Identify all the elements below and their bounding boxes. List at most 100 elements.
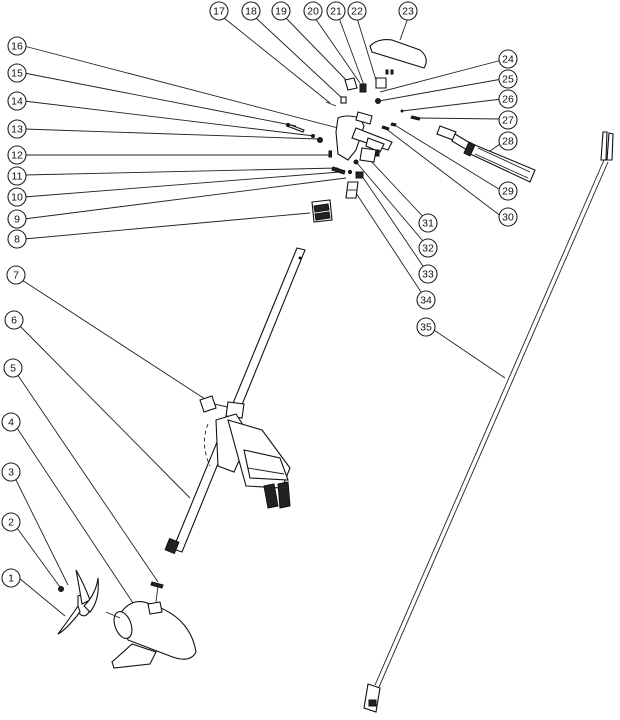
callout-label: 18 [245,6,257,18]
callout-label: 21 [330,6,342,18]
callout-label: 8 [14,234,20,246]
callout-label: 25 [502,74,514,86]
callout-25: 25 [498,69,518,89]
leader-26 [401,98,503,112]
callout-circle [498,181,518,201]
callout-circle [7,63,27,83]
leader-20 [314,17,361,84]
leader-8 [23,212,311,240]
leader-2 [16,527,61,588]
callout-13: 13 [7,119,27,139]
callout-label: 3 [8,467,14,479]
callout-4: 4 [1,412,21,432]
callout-17: 17 [209,1,229,21]
callout-circle [7,166,27,186]
callout-label: 7 [13,270,19,282]
callout-20: 20 [303,1,323,21]
leader-13 [23,128,319,140]
callout-circle [498,49,518,69]
callout-circle [498,69,518,89]
gear-collar [311,199,333,223]
callout-32: 32 [418,238,438,258]
callout-label: 24 [502,54,514,66]
callout-18: 18 [241,1,261,21]
callout-21: 21 [326,1,346,21]
callout-label: 16 [11,41,23,53]
callout-6: 6 [4,310,24,330]
callout-circle [3,358,23,378]
leader-6 [19,325,191,499]
leader-7 [21,279,206,400]
leader-33 [359,172,428,273]
callout-circle [6,265,26,285]
leader-17 [223,17,331,104]
callout-circle [7,119,27,139]
motor-housing [105,581,197,669]
callout-circle [418,238,438,258]
callout-label: 1 [8,573,14,585]
leader-9 [23,177,347,220]
callout-22: 22 [347,1,367,21]
switch [359,83,367,93]
callout-label: 34 [420,295,432,307]
callout-label: 5 [10,363,16,375]
callout-label: 10 [11,192,23,204]
callout-circle [418,264,438,284]
switch-knob [344,77,358,91]
callout-label: 28 [502,136,514,148]
callout-28: 28 [498,131,518,151]
callout-14: 14 [7,91,27,111]
callout-label: 35 [420,322,432,334]
callout-label: 23 [402,6,414,18]
leader-22 [356,17,377,81]
top-cover [369,39,427,69]
callout-circle [347,1,367,21]
callout-5: 5 [3,358,23,378]
callout-label: 30 [502,212,514,224]
callout-label: 17 [213,6,225,18]
leader-32 [356,162,429,248]
callout-circle [7,187,27,207]
leader-34 [353,189,426,299]
callout-31: 31 [418,213,438,233]
callout-10: 10 [7,187,27,207]
callout-12: 12 [7,145,27,165]
callout-circle [1,512,21,532]
callout-circle [418,213,438,233]
callout-label: 2 [8,517,14,529]
callout-label: 32 [422,243,434,255]
callout-label: 31 [422,218,434,230]
callout-circle [271,1,291,21]
callout-label: 14 [11,96,23,108]
leader-31 [369,159,429,223]
callout-circle [1,568,21,588]
callout-circle [7,145,27,165]
callout-label: 15 [11,68,23,80]
callout-label: 27 [502,115,514,127]
switch-block [375,77,387,89]
callout-circle [498,89,518,109]
leader-3 [14,477,69,586]
callout-30: 30 [498,207,518,227]
callout-label: 13 [11,124,23,136]
leader-35 [427,325,506,379]
callout-circle [209,1,229,21]
leader-24 [379,59,503,93]
callout-label: 22 [351,6,363,18]
mount-bracket [199,395,291,509]
callout-label: 4 [8,417,14,429]
callout-circle [4,310,24,330]
callout-19: 19 [271,1,291,21]
leader-10 [23,171,341,198]
leader-25 [378,78,503,102]
leader-5 [16,373,159,583]
callout-circle [7,36,27,56]
callout-29: 29 [498,181,518,201]
leader-1 [18,577,66,617]
leader-23 [399,17,409,41]
callout-circle [303,1,323,21]
callout-label: 26 [502,94,514,106]
callout-circle [7,91,27,111]
